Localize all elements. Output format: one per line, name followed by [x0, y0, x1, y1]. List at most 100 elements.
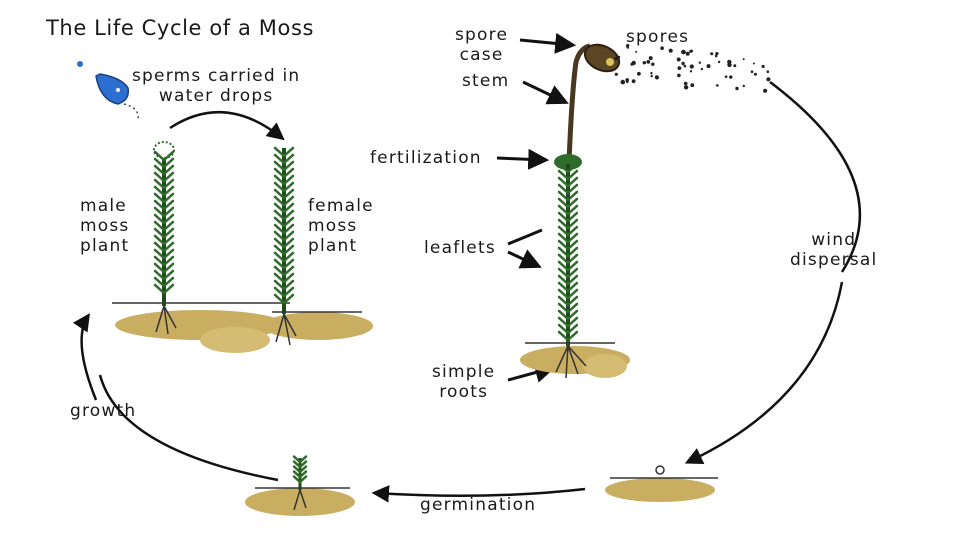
spore-dot [635, 50, 638, 53]
spore-dot [683, 64, 687, 68]
moss-leaflets [153, 146, 579, 484]
leaflet [282, 174, 295, 186]
leaflet [566, 204, 579, 216]
leaflet [273, 181, 286, 193]
cycle-arrow-growth-return [82, 316, 279, 482]
spore-dot [689, 70, 693, 73]
leaflet [566, 295, 579, 307]
leaflet [566, 232, 579, 244]
spore-dot [620, 79, 626, 85]
leaflet [566, 330, 579, 342]
male-lbl-line-2: moss [80, 216, 130, 236]
leaflet [162, 178, 175, 190]
leaflet [282, 188, 295, 200]
spore-dot [637, 71, 641, 76]
diagram-title: The Life Cycle of a Moss [46, 16, 315, 40]
pointer-arrow-fertilization [496, 148, 550, 170]
leaflet [557, 267, 570, 279]
leaflet [566, 197, 579, 209]
leaflet [282, 251, 295, 263]
leaflet [162, 241, 175, 253]
spore-dot [683, 85, 689, 90]
leaflet [273, 146, 286, 158]
leaflet [273, 202, 286, 214]
wind-lbl-line-2: dispersal [790, 250, 878, 270]
leaflet [282, 216, 295, 228]
leaflet [162, 283, 175, 295]
leaflet [282, 286, 295, 298]
leaflet [566, 239, 579, 251]
leaflet [566, 260, 579, 272]
leaflet [162, 255, 175, 267]
spore-dot [650, 74, 653, 78]
leaflet [298, 455, 308, 464]
leaflet [273, 195, 286, 207]
leaflet [282, 160, 295, 172]
leaflet [566, 309, 579, 321]
leaflet [273, 153, 286, 165]
leaflet [282, 293, 295, 305]
spore-dot [614, 72, 618, 76]
leaflet [566, 169, 579, 181]
leaflet [566, 323, 579, 335]
spore-dot [648, 56, 653, 61]
spore-dot [681, 49, 686, 55]
leaflet [566, 211, 579, 223]
leaflet [153, 178, 166, 190]
leaflet [153, 248, 166, 260]
leaflet [557, 211, 570, 223]
spore-dot [626, 80, 629, 84]
leaflet [282, 167, 295, 179]
leaflet [162, 248, 175, 260]
leaflet [153, 164, 166, 176]
leaflet [282, 265, 295, 277]
spore-dot [676, 57, 681, 62]
leaflet [153, 150, 166, 162]
leaflet [557, 239, 570, 251]
spore-dot [689, 49, 693, 53]
leaflet [153, 171, 166, 183]
spore-dot [729, 75, 733, 79]
leaflet [153, 241, 166, 253]
leaflet [557, 183, 570, 195]
leaflet [557, 197, 570, 209]
leaflet [557, 281, 570, 293]
male-moss-plant [112, 141, 290, 353]
leaflet [566, 176, 579, 188]
leaflet [153, 227, 166, 239]
leaflet [162, 234, 175, 246]
spore-dot [626, 44, 630, 48]
leaflet [298, 460, 308, 469]
leaflet [282, 202, 295, 214]
leaflet [292, 475, 302, 484]
sporecase-lbl-line-2: case [459, 45, 504, 65]
pointer-arrow-leaflets [507, 228, 542, 266]
leaflet [153, 234, 166, 246]
label-germination: germination [420, 495, 537, 515]
spore-particles [614, 44, 771, 93]
leaflet [273, 230, 286, 242]
spore-dot [766, 70, 770, 73]
spore-dot [683, 81, 688, 86]
leaflet [273, 251, 286, 263]
leaflet [557, 218, 570, 230]
leaflet [282, 244, 295, 256]
spore-dot [626, 46, 629, 49]
label-sperms-water-drops: sperms carried in water drops [132, 66, 300, 106]
spore-dot [750, 70, 754, 73]
leaflet [162, 171, 175, 183]
leaflet [282, 181, 295, 193]
leaflet [566, 288, 579, 300]
leaflet [566, 281, 579, 293]
moss-plant-with-sporophyte [520, 43, 630, 379]
leaflet [557, 330, 570, 342]
leaflet [557, 225, 570, 237]
leaflet [153, 185, 166, 197]
spore-dot [654, 75, 660, 80]
leaflet [557, 169, 570, 181]
male-lbl-line-3: plant [80, 236, 130, 256]
